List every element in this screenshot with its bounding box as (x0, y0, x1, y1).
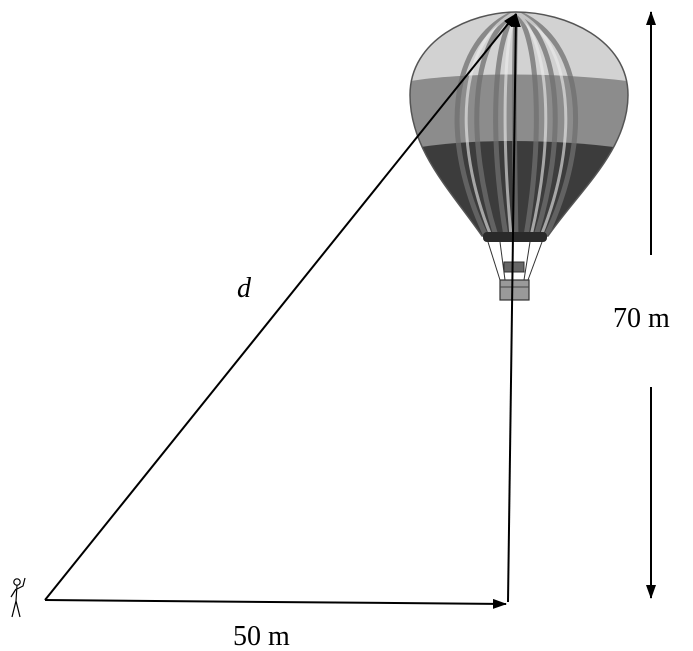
horizontal-arrow (44, 598, 507, 609)
hot-air-balloon-icon (409, 11, 629, 301)
vertical-arrow (507, 13, 521, 603)
stick-figure-waving-icon (10, 577, 26, 618)
horizontal-distance-label: 50 m (233, 621, 290, 651)
hypotenuse-arrow (44, 13, 517, 601)
hypotenuse-label: d (237, 273, 252, 304)
height-label: 70 m (613, 303, 670, 334)
